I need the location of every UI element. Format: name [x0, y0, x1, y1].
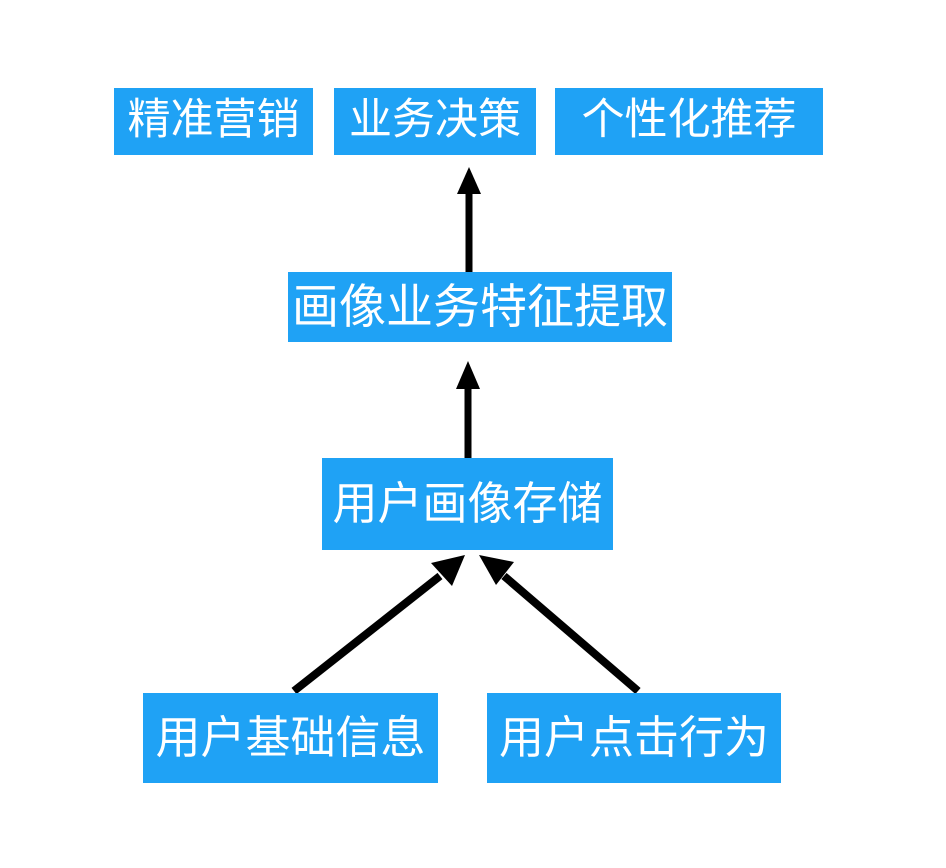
node-feature-extraction[interactable]: 画像业务特征提取 [288, 272, 672, 342]
node-profile-storage-label: 用户画像存储 [332, 477, 603, 529]
node-user-click-behavior-label: 用户点击行为 [498, 711, 769, 763]
edge-basic-info-to-storage [291, 555, 465, 695]
edge-click-behavior-to-storage [479, 555, 641, 695]
node-personal-recommend-label: 个性化推荐 [581, 96, 797, 144]
edge-storage-to-feature [456, 361, 480, 458]
node-feature-extraction-label: 画像业务特征提取 [292, 279, 668, 333]
node-business-decision-label: 业务决策 [349, 96, 521, 144]
node-user-click-behavior[interactable]: 用户点击行为 [487, 693, 781, 783]
node-user-basic-info-label: 用户基础信息 [155, 711, 426, 763]
node-profile-storage[interactable]: 用户画像存储 [322, 458, 613, 550]
node-precision-marketing[interactable]: 精准营销 [114, 88, 313, 155]
edge-feature-to-decision [457, 167, 481, 272]
node-precision-marketing-label: 精准营销 [127, 96, 300, 144]
node-personal-recommend[interactable]: 个性化推荐 [555, 88, 823, 155]
node-business-decision[interactable]: 业务决策 [334, 88, 536, 155]
node-user-basic-info[interactable]: 用户基础信息 [143, 693, 438, 783]
